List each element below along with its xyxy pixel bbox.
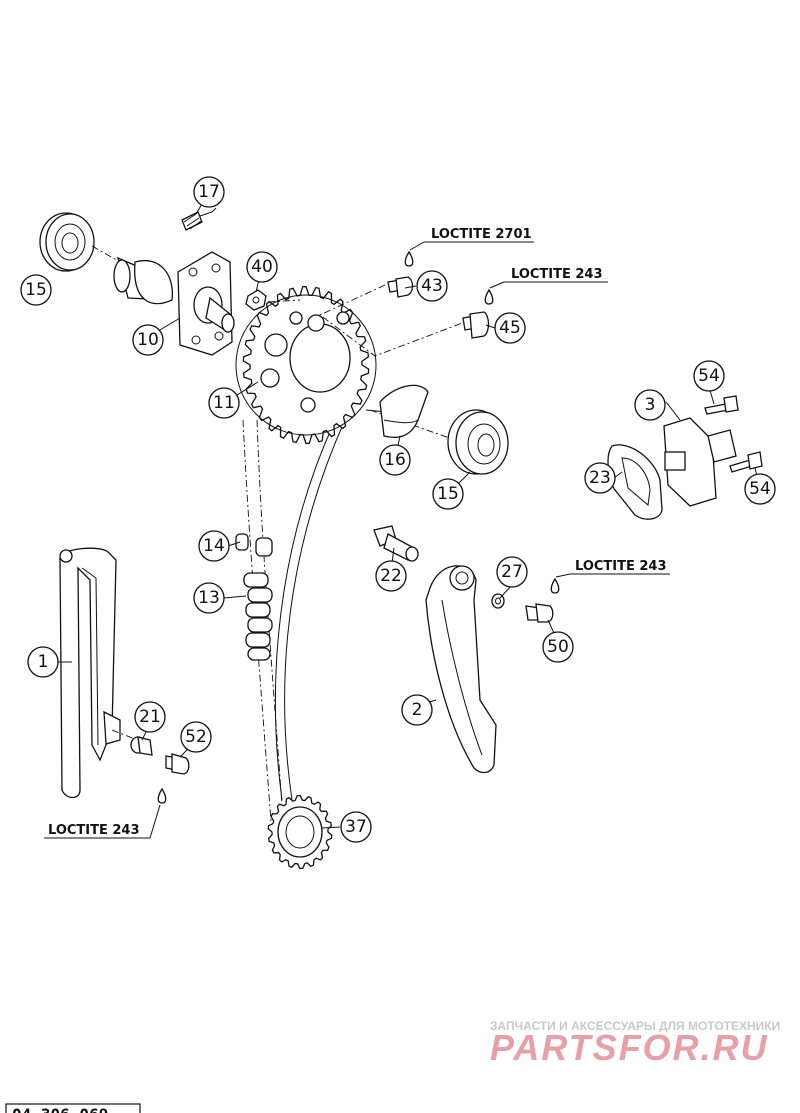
svg-text:43: 43 xyxy=(421,276,443,296)
svg-text:45: 45 xyxy=(499,318,521,338)
callout-3[interactable]: 3 xyxy=(634,389,666,421)
timing-chain-outline xyxy=(242,419,346,836)
callout-17[interactable]: 17 xyxy=(193,176,225,208)
callout-23[interactable]: 23 xyxy=(584,462,616,494)
loctite-drop-icons xyxy=(157,250,560,804)
callout-54-upper[interactable]: 54 xyxy=(693,360,725,392)
drop-icon-2701 xyxy=(404,250,414,267)
callout-13[interactable]: 13 xyxy=(193,582,225,614)
bolt-43[interactable] xyxy=(387,276,414,298)
svg-text:27: 27 xyxy=(501,562,523,582)
bolt-54-lower[interactable] xyxy=(729,451,763,473)
callout-11[interactable]: 11 xyxy=(208,387,240,419)
callout-37[interactable]: 37 xyxy=(340,811,372,843)
bearing-right[interactable] xyxy=(447,409,509,475)
loctite-243-left-label: LOCTITE 243 xyxy=(48,823,140,838)
callout-43[interactable]: 43 xyxy=(416,270,448,302)
drawing-code-box: 04.306.069 xyxy=(5,1103,141,1113)
callout-2[interactable]: 2 xyxy=(401,694,433,726)
nut[interactable] xyxy=(245,289,267,311)
svg-text:10: 10 xyxy=(137,330,159,350)
crankshaft-sprocket[interactable] xyxy=(267,794,333,870)
svg-text:50: 50 xyxy=(547,637,569,657)
callout-15-right[interactable]: 15 xyxy=(432,478,464,510)
watermark-brand: PARTSFOR.RU xyxy=(490,1027,769,1068)
svg-text:2: 2 xyxy=(412,700,423,720)
svg-text:15: 15 xyxy=(25,280,47,300)
drawing-code: 04.306.069 xyxy=(12,1105,108,1113)
callout-22[interactable]: 22 xyxy=(375,560,407,592)
callout-15-left[interactable]: 15 xyxy=(20,274,52,306)
svg-text:22: 22 xyxy=(380,566,402,586)
chain-tensioner[interactable] xyxy=(663,417,737,507)
loctite-labels: LOCTITE 2701 LOCTITE 243 LOCTITE 243 LOC… xyxy=(44,227,670,839)
bolt-45[interactable] xyxy=(462,311,490,339)
svg-text:54: 54 xyxy=(698,366,720,386)
drop-icon-243-left xyxy=(157,787,167,804)
svg-text:11: 11 xyxy=(213,393,235,413)
callout-54-lower[interactable]: 54 xyxy=(744,473,776,505)
callout-45[interactable]: 45 xyxy=(494,312,526,344)
callout-21[interactable]: 21 xyxy=(134,701,166,733)
tensioner-rail[interactable] xyxy=(425,565,497,774)
callout-27[interactable]: 27 xyxy=(496,556,528,588)
bolt-50[interactable] xyxy=(525,603,554,623)
spring[interactable] xyxy=(181,207,217,231)
callout-50[interactable]: 50 xyxy=(542,631,574,663)
bolt-52[interactable] xyxy=(165,753,190,775)
drop-icon-243-right xyxy=(550,577,560,594)
pin-22[interactable] xyxy=(373,525,419,562)
svg-text:17: 17 xyxy=(198,182,220,202)
bushing-21[interactable] xyxy=(111,729,153,756)
callout-1[interactable]: 1 xyxy=(27,646,59,678)
loctite-243-right-label: LOCTITE 243 xyxy=(575,559,667,574)
svg-text:1: 1 xyxy=(38,652,49,672)
bearing-left[interactable] xyxy=(39,212,95,272)
svg-text:37: 37 xyxy=(345,817,367,837)
watermark: ЗАПЧАСТИ И АКСЕССУАРЫ ДЛЯ МОТОТЕХНИКИ PA… xyxy=(490,1019,780,1068)
drop-icon-243-upper xyxy=(484,288,494,305)
callout-40[interactable]: 40 xyxy=(246,251,278,283)
callout-16[interactable]: 16 xyxy=(379,444,411,476)
loctite-243-upper-label: LOCTITE 243 xyxy=(511,267,603,282)
callout-14[interactable]: 14 xyxy=(198,530,230,562)
svg-text:21: 21 xyxy=(139,707,161,727)
svg-text:40: 40 xyxy=(251,257,273,277)
svg-text:23: 23 xyxy=(589,468,611,488)
svg-text:15: 15 xyxy=(437,484,459,504)
chain-section-13[interactable] xyxy=(243,572,273,661)
svg-text:14: 14 xyxy=(203,536,225,556)
callouts: 17 15 10 40 11 43 45 16 15 54 3 23 54 14… xyxy=(20,176,776,843)
svg-text:16: 16 xyxy=(384,450,406,470)
svg-text:13: 13 xyxy=(198,588,220,608)
svg-text:52: 52 xyxy=(185,727,207,747)
gasket[interactable] xyxy=(607,444,663,520)
bolt-54-upper[interactable] xyxy=(704,395,739,415)
callout-52[interactable]: 52 xyxy=(180,721,212,753)
decompressor[interactable] xyxy=(365,384,429,438)
chain-link-14[interactable] xyxy=(235,533,273,557)
callout-10[interactable]: 10 xyxy=(132,324,164,356)
watermark-subtitle: ЗАПЧАСТИ И АКСЕССУАРЫ ДЛЯ МОТОТЕХНИКИ xyxy=(490,1019,780,1033)
svg-text:3: 3 xyxy=(645,395,656,415)
camshaft[interactable] xyxy=(91,245,235,356)
svg-text:54: 54 xyxy=(749,479,771,499)
camshaft-sprocket[interactable] xyxy=(235,285,377,445)
chain-guide-rail[interactable] xyxy=(59,547,121,799)
loctite-2701-label: LOCTITE 2701 xyxy=(431,227,532,242)
